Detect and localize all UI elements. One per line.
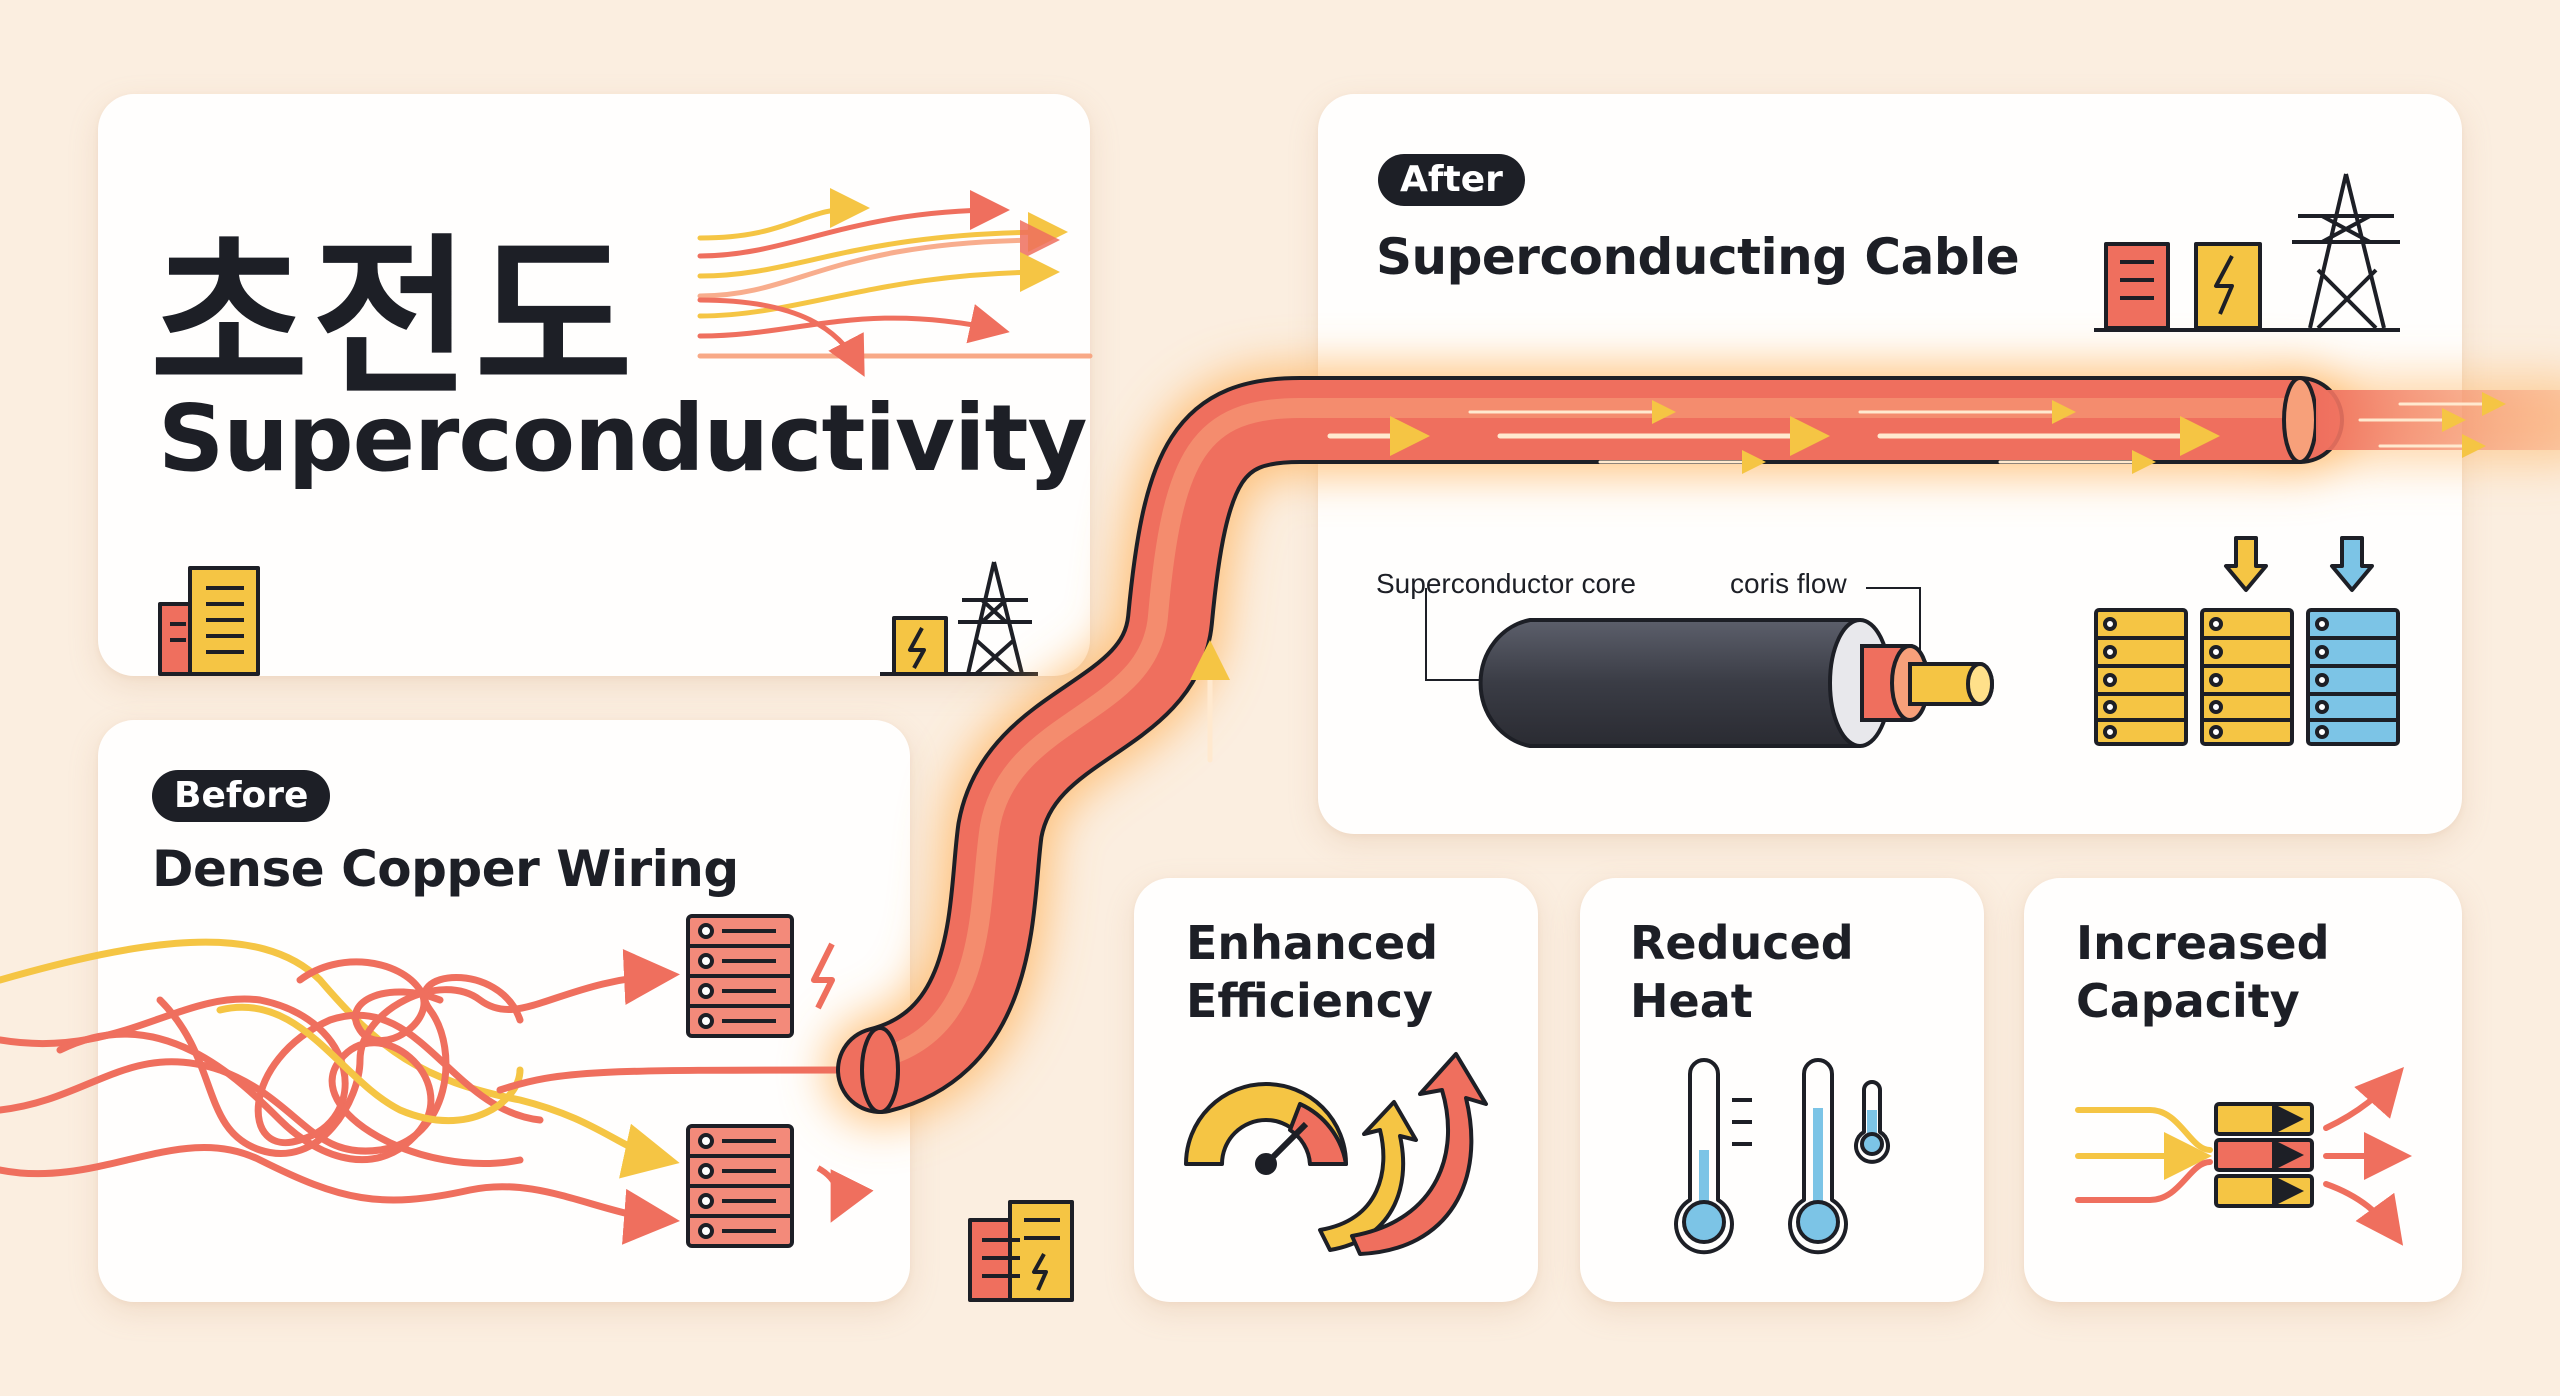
data-rack-icons bbox=[2094, 608, 2400, 746]
cable-end-left bbox=[860, 1026, 900, 1114]
rack-down-arrow-yellow bbox=[2224, 536, 2268, 592]
cable-end-right bbox=[2282, 376, 2318, 464]
down-arrow-icon bbox=[816, 1165, 874, 1223]
benefit-title-efficiency: Enhanced Efficiency bbox=[1186, 916, 1439, 1028]
server-rack-icon-bottom bbox=[686, 1124, 794, 1248]
flow-label: coris flow bbox=[1730, 568, 1847, 599]
after-tower-icon bbox=[2292, 173, 2400, 330]
title-card bbox=[98, 94, 1090, 676]
title-english: Superconductivity bbox=[158, 385, 1087, 492]
lightning-icon bbox=[811, 942, 835, 1010]
before-heading: Dense Copper Wiring bbox=[152, 840, 739, 898]
cable-flow-arrows bbox=[1190, 392, 2506, 763]
title-korean: 초전도 bbox=[150, 218, 637, 419]
benefit-card-heat bbox=[1580, 878, 1984, 1302]
title-building-icon bbox=[158, 566, 260, 676]
before-badge: Before bbox=[152, 770, 331, 822]
building-icon bbox=[968, 1200, 1074, 1302]
after-building-icon bbox=[2094, 242, 2400, 332]
after-badge: After bbox=[1378, 154, 1525, 206]
rack-down-arrow-blue bbox=[2330, 536, 2374, 592]
benefit-title-capacity: Increased Capacity bbox=[2076, 916, 2330, 1028]
after-heading: Superconducting Cable bbox=[1376, 228, 2020, 286]
cable-cross-section bbox=[1425, 587, 1994, 748]
tangled-wires bbox=[0, 938, 854, 1245]
flow-expansion-icon bbox=[2075, 1067, 2412, 1246]
title-power-icon bbox=[880, 561, 1038, 676]
thermometers-icon bbox=[1674, 1058, 1890, 1255]
title-arrows-icon bbox=[697, 188, 1093, 377]
superconducting-cable bbox=[836, 376, 2344, 1114]
gauge-arrows-icon bbox=[1184, 1052, 1488, 1256]
core-label: Superconductor core bbox=[1376, 568, 1636, 599]
benefit-title-heat: Reduced Heat bbox=[1630, 916, 1854, 1028]
server-rack-icon-top bbox=[686, 914, 794, 1038]
